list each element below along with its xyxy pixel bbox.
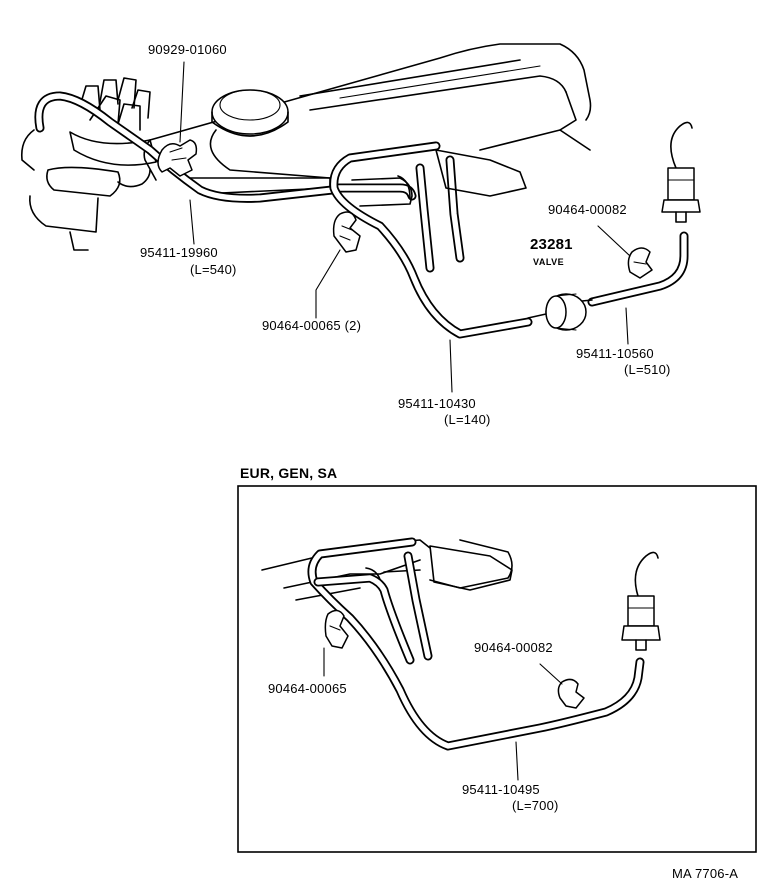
label-hose-right: 95411-10560 (576, 346, 654, 361)
figure-id: MA 7706-A (672, 866, 739, 881)
distributor (20, 77, 157, 251)
label-valve-name: VALVE (533, 257, 565, 267)
clip-90464-00082 (627, 247, 653, 279)
leader-lines (179, 61, 631, 393)
label-hose-long-len: (L=540) (190, 262, 237, 277)
label-vsv-part: 90929-01060 (148, 42, 227, 57)
oil-filler-cap (211, 89, 289, 137)
label-hose-right-len: (L=510) (624, 362, 671, 377)
inset-label-clip-right: 90464-00082 (474, 640, 553, 655)
inset-label-hose-len: (L=700) (512, 798, 559, 813)
label-hose-long: 95411-19960 (140, 245, 218, 260)
main-hoses (34, 91, 689, 339)
inset-label-clip-left: 90464-00065 (268, 681, 347, 696)
inset-region-title: EUR, GEN, SA (240, 465, 338, 481)
engine-valve-cover (143, 43, 592, 195)
label-clip-right: 90464-00082 (548, 202, 627, 217)
vsv-valve (157, 139, 198, 177)
inset-box (237, 485, 757, 853)
label-valve-part: 23281 (530, 236, 573, 253)
valve-23281 (527, 293, 593, 331)
clip-90464-00065 (332, 211, 361, 253)
label-clip-left: 90464-00065 (2) (262, 318, 362, 333)
sensor-switch (661, 121, 701, 223)
inset-label-hose: 95411-10495 (462, 782, 540, 797)
label-hose-mid: 95411-10430 (398, 396, 476, 411)
label-hose-mid-len: (L=140) (444, 412, 491, 427)
intake-manifold (351, 149, 527, 207)
